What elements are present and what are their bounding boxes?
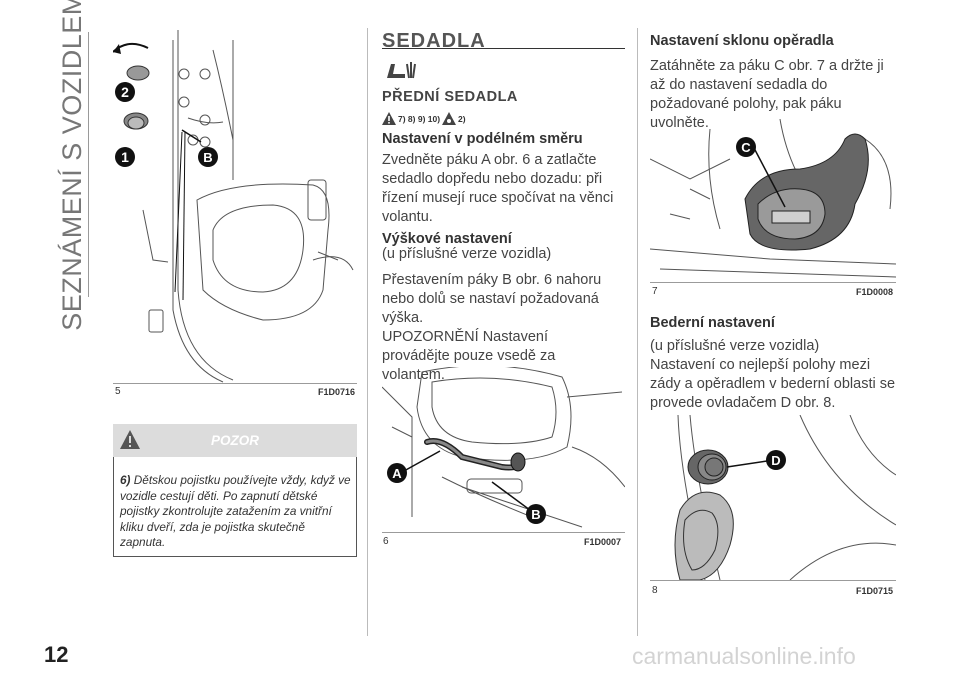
- seat-icon: [387, 62, 416, 79]
- heading-height: Výškové nastavení: [382, 231, 512, 247]
- para-height: Přestavením páky B obr. 6 nahoru nebo do…: [382, 272, 602, 326]
- heading-lumbar: Bederní nastavení: [650, 315, 775, 331]
- warning-triangle-icon: [382, 112, 396, 125]
- callout-C: C: [736, 137, 756, 157]
- figure-number: 7: [652, 286, 658, 297]
- para-version-note: (u příslušné verze vozidla): [382, 246, 552, 262]
- column-divider: [367, 28, 368, 636]
- warning-box: [113, 457, 357, 557]
- column-divider: [637, 28, 638, 636]
- callout-B: B: [526, 504, 546, 524]
- svg-text:C: C: [741, 140, 751, 155]
- section-title: SEDADLA: [382, 30, 486, 52]
- warning-header: POZOR: [113, 424, 357, 457]
- figure-code: F1D0716: [318, 387, 356, 397]
- para-lumbar: Nastavení co nejlepší polohy mezi zády a…: [650, 357, 896, 411]
- figure-8: D: [650, 414, 897, 581]
- para-backrest: Zatáhněte za páku C obr. 7 a držte ji až…: [650, 58, 884, 131]
- warning-title: POZOR: [210, 433, 259, 448]
- svg-text:D: D: [771, 453, 780, 468]
- para-version-note: (u příslušné verze vozidla): [650, 338, 820, 354]
- backrest-lever-illustration: C: [649, 118, 897, 278]
- figure-number: 8: [652, 585, 658, 596]
- svg-text:2: 2: [121, 84, 129, 100]
- section-rule: [382, 48, 625, 49]
- figure-7: C: [649, 118, 897, 283]
- chapter-divider: [88, 32, 89, 297]
- heading-backrest: Nastavení sklonu opěradla: [650, 33, 834, 49]
- watermark: carmanualsonline.info: [632, 643, 856, 669]
- figure-5: 2 1 B: [112, 30, 357, 384]
- svg-text:B: B: [203, 150, 212, 165]
- svg-text:B: B: [531, 507, 540, 522]
- callout-B: B: [198, 147, 218, 167]
- chapter-title: SEZNÁMENÍ S VOZIDLEM: [56, 0, 87, 331]
- note-ref: 6): [120, 473, 131, 487]
- figure-number: 6: [383, 536, 389, 547]
- subsection-title: PŘEDNÍ SEDADLA: [382, 89, 518, 105]
- hand-warning-icon: [442, 112, 457, 125]
- svg-text:A: A: [392, 466, 402, 481]
- figure-6: A B: [381, 365, 626, 533]
- seat-lever-illustration: A B: [381, 365, 626, 528]
- warning-triangle-icon: [120, 430, 140, 449]
- figure-number: 5: [115, 386, 121, 397]
- callout-D: D: [766, 450, 786, 470]
- callout-2: 2: [115, 82, 135, 102]
- warning-text: 6) Dětskou pojistku používejte vždy, kdy…: [120, 473, 351, 549]
- heading-longitudinal: Nastavení v podélném směru: [382, 131, 583, 147]
- callout-A: A: [387, 463, 407, 483]
- figure-code: F1D0008: [856, 287, 894, 297]
- figure-code: F1D0007: [584, 537, 622, 547]
- note-references: 7) 8) 9) 10) 2): [382, 112, 466, 125]
- callout-1: 1: [115, 147, 135, 167]
- lumbar-knob-illustration: D: [674, 414, 897, 581]
- door-illustration: 2 1 B: [112, 30, 354, 383]
- page-number: 12: [44, 642, 69, 667]
- svg-text:1: 1: [121, 149, 129, 165]
- figure-code: F1D0715: [856, 586, 894, 596]
- para-longitudinal: Zvedněte páku A obr. 6 a zatlačte sedadl…: [382, 152, 614, 225]
